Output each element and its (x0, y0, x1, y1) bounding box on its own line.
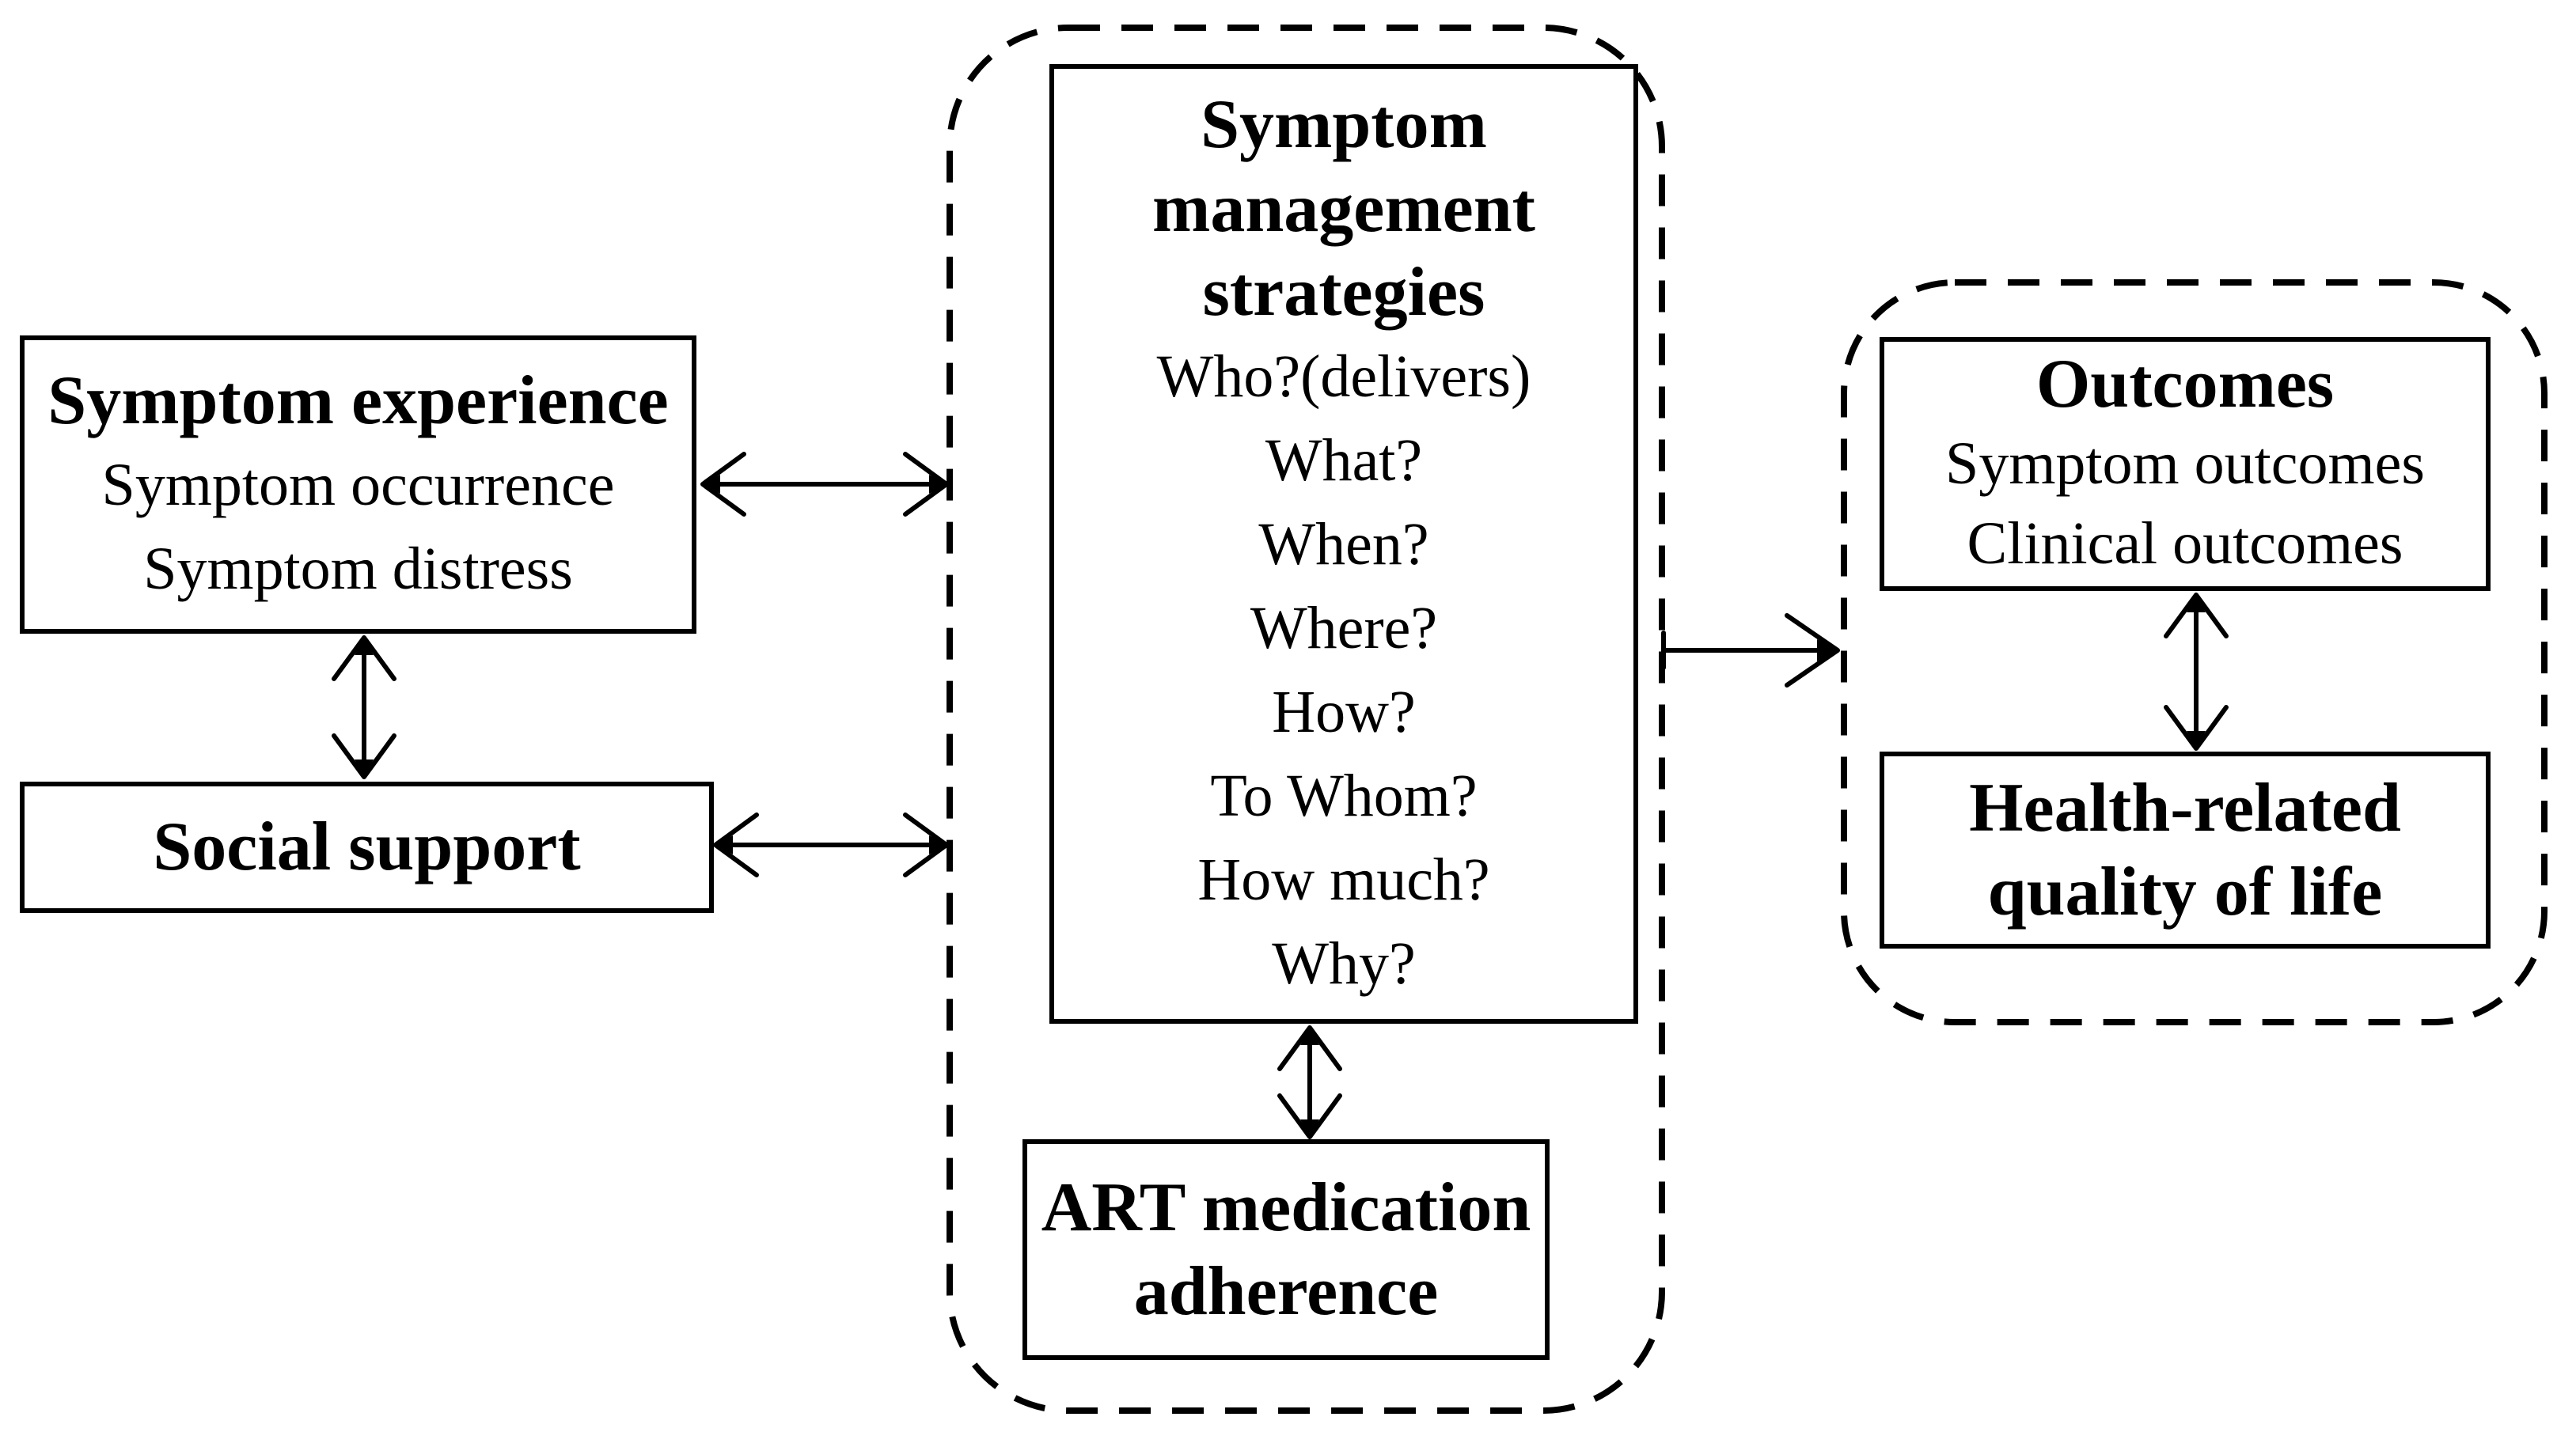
symptom-experience-item: Symptom occurrence (101, 451, 615, 518)
symptom-management-question: When? (1258, 510, 1429, 578)
hrqol-line: quality of life (1987, 853, 2383, 930)
art-adherence-line: adherence (1133, 1252, 1439, 1330)
symptom-management-question: How much? (1197, 846, 1490, 913)
arrow-social-management-double (713, 813, 949, 877)
social-support-title: Social support (153, 809, 581, 885)
symptom-management-question: What? (1265, 426, 1423, 494)
arrow-management-outcomes-single (1661, 613, 1840, 688)
symptom-management-question: Why? (1272, 930, 1416, 997)
art-medication-adherence-box: ART medication adherence (1022, 1139, 1550, 1360)
outcomes-item: Symptom outcomes (1945, 430, 2425, 497)
symptom-experience-item: Symptom distress (143, 535, 573, 602)
symptom-management-strategies-box: Symptom management strategies Who?(deliv… (1049, 64, 1638, 1024)
outcomes-dashed-container (1841, 279, 2548, 1025)
symptom-management-question: To Whom? (1210, 762, 1478, 829)
symptom-management-title-line: Symptom (1201, 85, 1487, 163)
symptom-management-title-line: strategies (1202, 253, 1485, 331)
art-adherence-line: ART medication (1041, 1169, 1531, 1246)
symptom-management-question: Who?(delivers) (1156, 343, 1531, 410)
symptom-experience-title: Symptom experience (47, 362, 669, 439)
outcomes-box: Outcomes Symptom outcomes Clinical outco… (1880, 337, 2491, 591)
arrow-experience-social-double (332, 635, 396, 779)
arrow-experience-management-double (700, 452, 949, 517)
symptom-management-question: Where? (1250, 594, 1438, 661)
management-dashed-container (947, 25, 1665, 1414)
arrow-outcomes-hrqol-double (2164, 593, 2229, 751)
arrow-management-adherence-double (1277, 1025, 1342, 1139)
symptom-experience-box: Symptom experience Symptom occurrence Sy… (20, 335, 696, 634)
symptom-management-question: How? (1272, 678, 1416, 745)
social-support-box: Social support (20, 782, 714, 913)
hrqol-line: Health-related (1969, 769, 2401, 847)
health-related-quality-of-life-box: Health-related quality of life (1880, 752, 2491, 949)
outcomes-title: Outcomes (2035, 346, 2335, 422)
outcomes-item: Clinical outcomes (1967, 510, 2403, 577)
symptom-management-title-line: management (1152, 169, 1535, 247)
